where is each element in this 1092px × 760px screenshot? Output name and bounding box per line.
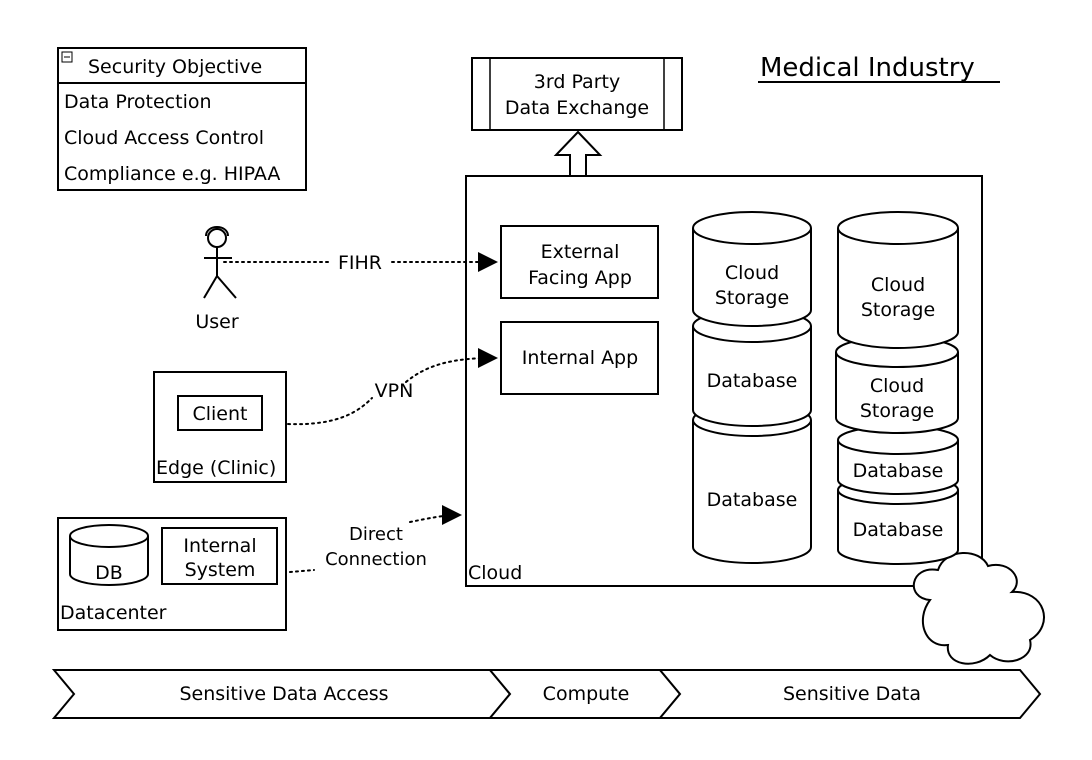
security-objective-table: Security Objective Data Protection Cloud…	[57, 47, 307, 191]
storage-column-2: Database Database Cloud Storage Cloud St…	[835, 211, 959, 565]
chevron-label: Compute	[543, 683, 630, 705]
chevron-sensitive-data-access: Sensitive Data Access	[51, 669, 512, 719]
internal-app: Internal App	[500, 321, 659, 395]
cloud-storage-line2: Storage	[715, 287, 789, 309]
cloud-storage-line1: Cloud	[725, 262, 779, 284]
user-label: User	[195, 311, 238, 333]
internal-system-line1: Internal	[183, 535, 256, 557]
security-objective-header: Security Objective	[88, 56, 262, 78]
third-party-exchange: 3rd Party Data Exchange	[471, 57, 683, 131]
direct-line1: Direct	[349, 524, 403, 545]
chevron-sensitive-data: Sensitive Data	[657, 669, 1042, 719]
connector-fihr: FIHR	[223, 252, 498, 274]
internal-system-line2: System	[185, 559, 256, 581]
connector-vpn: VPN	[287, 358, 494, 426]
datacenter: DB Internal System Datacenter	[57, 517, 287, 631]
cloud-storage-line2: Storage	[860, 400, 934, 422]
internal-app-label: Internal App	[522, 347, 638, 369]
chevron-label: Sensitive Data Access	[179, 683, 388, 705]
cloud-storage-cylinder: Cloud Storage	[837, 211, 959, 349]
edge-clinic: Client Edge (Clinic)	[153, 371, 287, 483]
storage-column-1: Database Database Cloud Storage	[692, 211, 812, 564]
database-label: Database	[707, 489, 798, 511]
db-label: DB	[95, 562, 123, 584]
edge-label: Edge (Clinic)	[156, 457, 276, 479]
bottom-bar: Sensitive Data Access Compute Sensitive …	[51, 669, 1042, 719]
db-cylinder: DB	[69, 524, 149, 586]
user-actor: User	[195, 226, 239, 333]
fihr-label: FIHR	[338, 252, 382, 274]
user-icon	[203, 226, 237, 299]
third-party-line2: Data Exchange	[505, 97, 649, 119]
connector-direct: Direct Connection	[289, 505, 462, 573]
database-label: Database	[853, 460, 944, 482]
direct-line2: Connection	[325, 549, 427, 570]
cloud-storage-line2: Storage	[861, 299, 935, 321]
external-app-line2: Facing App	[528, 267, 632, 289]
cloud-storage-line1: Cloud	[871, 274, 925, 296]
external-app-line1: External	[541, 241, 620, 263]
third-party-line1: 3rd Party	[534, 71, 620, 93]
title-text: Medical Industry	[760, 53, 975, 83]
cloud-storage-line1: Cloud	[870, 375, 924, 397]
database-cylinder: Database	[837, 425, 959, 495]
chevron-compute: Compute	[487, 669, 682, 719]
cloud-storage-cylinder: Cloud Storage	[835, 336, 959, 434]
cloud-label: Cloud	[468, 562, 522, 584]
security-objective-item: Data Protection	[64, 91, 212, 113]
security-objective-item: Compliance e.g. HIPAA	[64, 163, 280, 185]
external-facing-app: External Facing App	[500, 225, 659, 299]
cloud-icon	[912, 552, 1045, 665]
security-objective-item: Cloud Access Control	[64, 127, 264, 149]
database-label: Database	[707, 370, 798, 392]
database-cylinder: Database	[692, 309, 812, 427]
database-label: Database	[853, 519, 944, 541]
diagram-title: Medical Industry	[758, 53, 1000, 83]
client-label: Client	[192, 403, 247, 425]
database-cylinder: Database	[692, 403, 812, 564]
vpn-label: VPN	[375, 380, 414, 402]
cloud-storage-cylinder: Cloud Storage	[692, 211, 812, 327]
chevron-label: Sensitive Data	[783, 683, 921, 705]
datacenter-label: Datacenter	[60, 602, 167, 624]
